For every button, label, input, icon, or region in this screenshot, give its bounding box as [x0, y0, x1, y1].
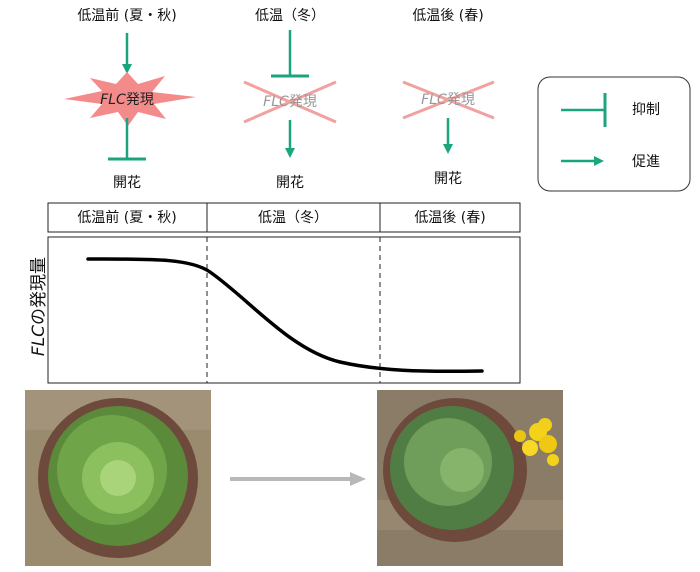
- legend-promote-label: 促進: [632, 154, 660, 170]
- progress-arrow: [230, 472, 366, 486]
- stage-before: [64, 33, 196, 161]
- promote-arrow-head: [285, 148, 295, 158]
- timeline-header-cold: 低温（冬）: [258, 210, 328, 226]
- stage-after-title: 低温後 (春): [412, 8, 484, 24]
- stage-cold: [243, 30, 337, 158]
- legend-promote-head: [594, 156, 604, 166]
- flc-burst-shape: [64, 72, 196, 126]
- outcome-flowering-before: 開花: [113, 175, 141, 191]
- cabbage-before-photo: [25, 390, 211, 566]
- cabbage-head: [100, 460, 136, 496]
- timeline-header-after: 低温後 (春): [414, 210, 486, 226]
- legend-box: [537, 76, 691, 192]
- cabbage-after-photo: [377, 390, 563, 566]
- timeline-chart: [47, 202, 521, 384]
- leaves-inner: [440, 448, 484, 492]
- expression-plot-area: [47, 236, 521, 384]
- legend: [537, 76, 691, 192]
- outcome-flowering-after: 開花: [434, 171, 462, 187]
- promote-arrow-head: [122, 64, 132, 74]
- flc-expression-label-active: FLC発現: [100, 92, 154, 108]
- timeline-header-row: [47, 202, 521, 233]
- flc-expression-curve: [86, 257, 484, 374]
- legend-repress-label: 抑制: [632, 102, 660, 118]
- y-axis-label: FLCの発現量: [29, 256, 50, 357]
- outcome-flowering-cold: 開花: [276, 175, 304, 191]
- cross-line-2: [243, 80, 337, 124]
- timeline-header-before: 低温前 (夏・秋): [77, 210, 177, 226]
- yellow-flowers: [514, 418, 559, 466]
- stage-before-title: 低温前 (夏・秋): [77, 8, 177, 24]
- gray-arrow-head: [350, 472, 366, 486]
- flc-expression-label-inactive: FLC発現: [263, 94, 317, 110]
- promote-arrow-head: [443, 144, 453, 154]
- cross-line-2: [402, 80, 495, 120]
- stage-after: [402, 80, 495, 154]
- stage-cold-title: 低温（冬）: [255, 8, 325, 24]
- flc-expression-label-inactive: FLC発現: [421, 92, 475, 108]
